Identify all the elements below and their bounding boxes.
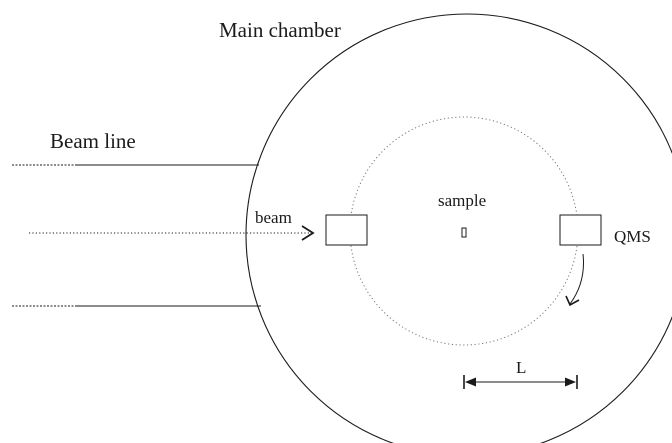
main-chamber-outline: [245, 13, 672, 443]
distance-label: L: [516, 358, 526, 377]
sample-label: sample: [438, 191, 486, 210]
main-chamber-label: Main chamber: [219, 18, 341, 42]
sample-marker: [461, 227, 467, 238]
qms-detector-box: [559, 214, 602, 246]
qms-label: QMS: [614, 227, 651, 246]
beam-arrowhead: [301, 225, 315, 241]
dimension-arrowhead-right: [565, 377, 576, 387]
beam-label: beam: [255, 208, 292, 227]
distance-dimension: [463, 375, 578, 389]
dimension-arrowhead-left: [465, 377, 476, 387]
rotation-arrow: [565, 253, 584, 307]
beam-path: [29, 225, 315, 241]
beam-source-box: [325, 214, 368, 246]
beam-line-label: Beam line: [50, 129, 136, 153]
